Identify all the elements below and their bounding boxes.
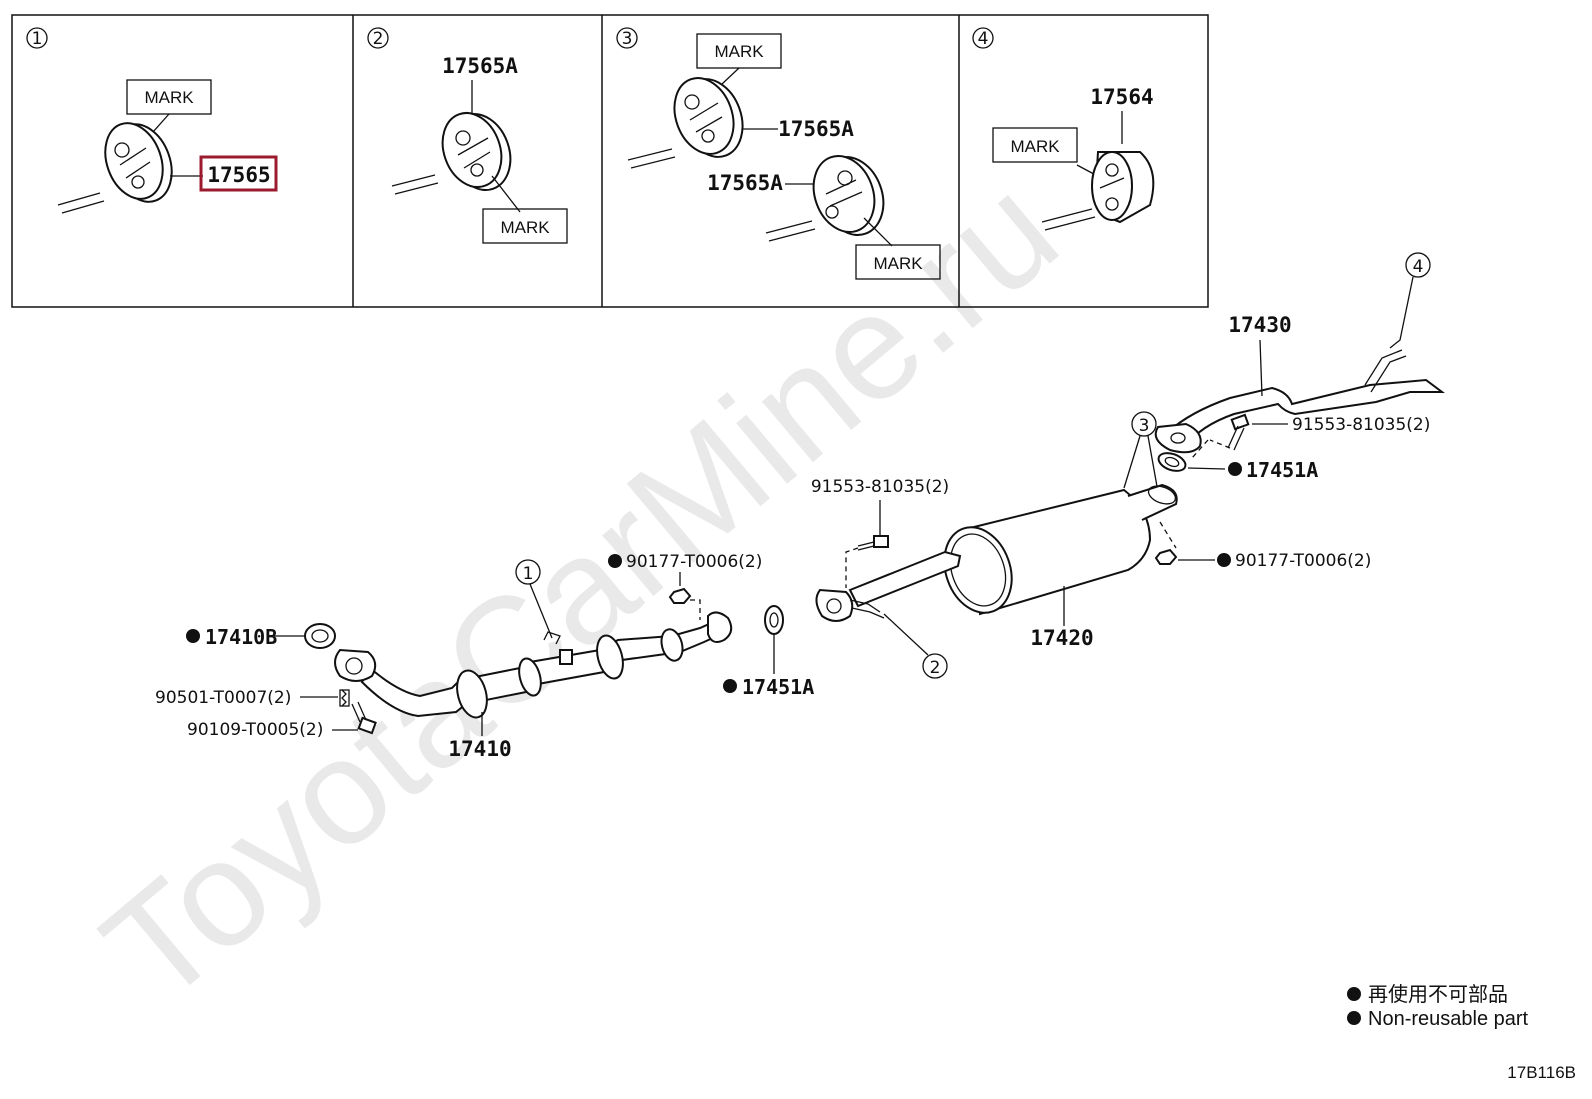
detail-panel-4: 4 17564 MARK [972,27,1155,231]
hanger-rubber-17564[interactable] [1091,151,1155,224]
gasket-17451A-top[interactable] [1156,450,1188,475]
part-label-90177-left[interactable]: 90177-T0006(2) [626,552,762,572]
pipe-segment-muffler-inlet[interactable] [815,550,962,622]
hanger-rubber-17565A-upper[interactable] [664,70,753,166]
panel-3-mark-label-b: MARK [873,254,923,273]
part-label-17565A-upper[interactable]: 17565A [778,117,854,141]
gasket-17410B[interactable] [304,623,336,649]
detail-panel-3: 3 MARK 17565A 17565A MARK [616,27,941,280]
nut-90177-left[interactable] [668,587,692,604]
part-label-17410B[interactable]: 17410B [205,625,277,649]
panel-3-number: 3 [622,29,633,49]
non-reusable-dot [1217,553,1231,567]
detail-panel-2: 2 17565A MARK [367,27,568,244]
highlight-box-17565 [199,155,278,192]
part-label-17565[interactable]: 17565 [207,163,270,187]
hanger-rubber-17565[interactable] [95,115,182,210]
callout-2: 2 [930,658,941,678]
part-label-90109[interactable]: 90109-T0005(2) [187,720,323,740]
callout-1: 1 [523,564,534,584]
part-label-17564[interactable]: 17564 [1090,85,1153,109]
muffler-17420[interactable] [933,483,1178,623]
diagram-code: 17B116B [1507,1063,1576,1082]
legend: 再使用不可部品 Non-reusable part [1347,983,1529,1030]
panel-2-mark-label: MARK [500,218,550,237]
part-label-17410[interactable]: 17410 [448,737,511,761]
part-label-17451A-top[interactable]: 17451A [1246,458,1318,482]
panel-4-mark-label: MARK [1010,137,1060,156]
detail-panels [11,14,1209,308]
part-label-90501[interactable]: 90501-T0007(2) [155,688,291,708]
bolt-90109[interactable] [351,701,377,735]
non-reusable-dot [723,679,737,693]
part-label-17565A-panel2[interactable]: 17565A [442,54,518,78]
callout-4: 4 [1413,257,1424,277]
non-reusable-dot [608,554,622,568]
detail-panel-1: 1 MARK 17565 [26,27,278,214]
watermark: ToyotaCarMine.ru [73,145,1088,1035]
spring-90501[interactable] [339,689,350,707]
part-label-91553-top[interactable]: 91553-81035(2) [1292,415,1430,435]
bolt-91553-mid[interactable] [857,535,889,551]
panel-1-number: 1 [32,29,43,49]
front-pipe-catalytic-converter-17410[interactable] [334,611,733,720]
non-reusable-dot [186,629,200,643]
legend-jp: 再使用不可部品 [1368,983,1508,1006]
hanger-rubber-17565A[interactable] [433,105,521,199]
hanger-rubber-17565A-lower[interactable] [803,147,893,243]
panel-3-mark-label-a: MARK [714,42,764,61]
tail-pipe-17430[interactable] [1154,349,1445,454]
nut-90177-right[interactable] [1154,548,1178,565]
panel-4-number: 4 [978,29,989,49]
panel-2-number: 2 [373,29,384,49]
part-label-17565A-lower[interactable]: 17565A [707,171,783,195]
non-reusable-dot [1228,462,1242,476]
legend-en: Non-reusable part [1368,1008,1529,1030]
panel-1-mark-label: MARK [144,88,194,107]
part-label-17430[interactable]: 17430 [1228,313,1291,337]
part-label-91553-mid[interactable]: 91553-81035(2) [811,477,949,497]
part-label-17451A-lower[interactable]: 17451A [742,675,814,699]
gasket-17451A-lower[interactable] [764,605,784,635]
bolt-91553-top[interactable] [1227,413,1250,451]
part-label-90177-right[interactable]: 90177-T0006(2) [1235,551,1371,571]
part-label-17420[interactable]: 17420 [1030,626,1093,650]
callout-3: 3 [1139,416,1150,436]
